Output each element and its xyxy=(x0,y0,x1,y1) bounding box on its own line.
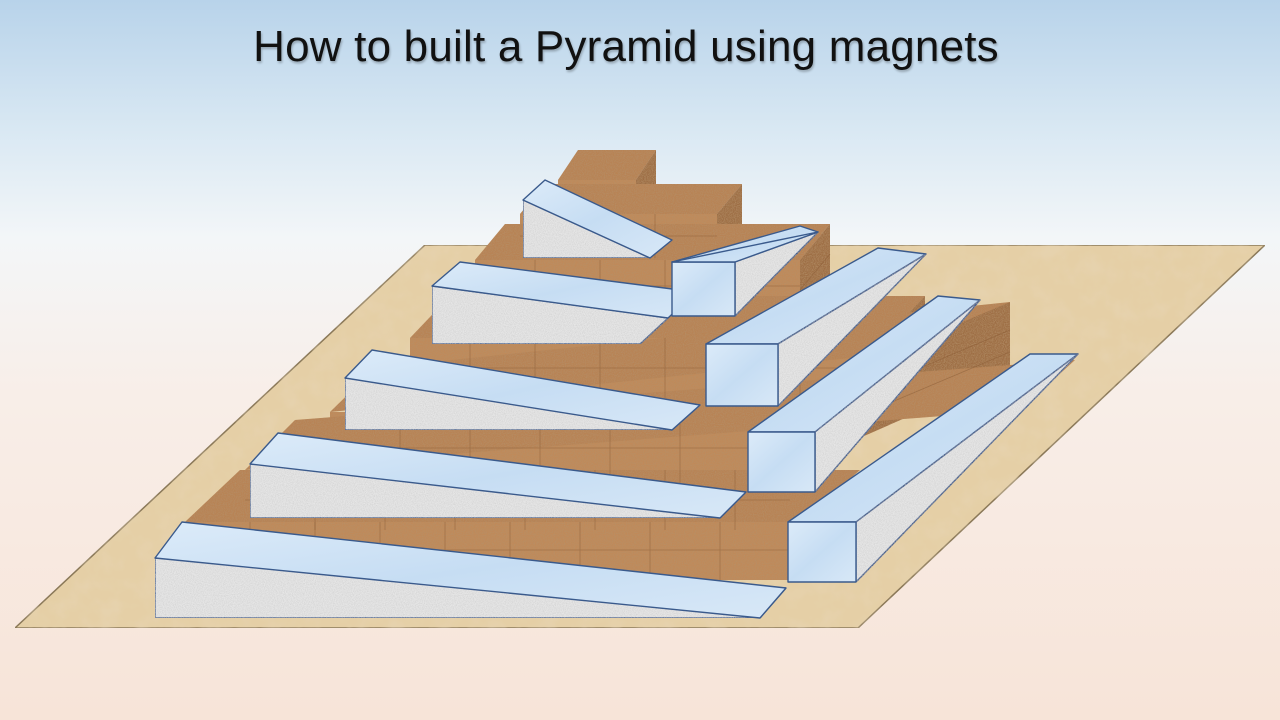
ramp-side-3 xyxy=(787,353,1079,583)
ramp-side-6 xyxy=(671,225,819,317)
ramp-front-4 xyxy=(344,349,701,431)
ramp-front-6 xyxy=(522,179,673,259)
slide-title: How to built a Pyramid using magnets xyxy=(253,22,999,71)
front-ramps xyxy=(154,179,787,619)
ramp-side-5 xyxy=(705,247,927,407)
side-ramps xyxy=(671,225,1079,583)
ramp-front-2 xyxy=(154,521,787,619)
ramp-front-3 xyxy=(249,432,747,519)
ramp-side-4 xyxy=(747,295,981,493)
